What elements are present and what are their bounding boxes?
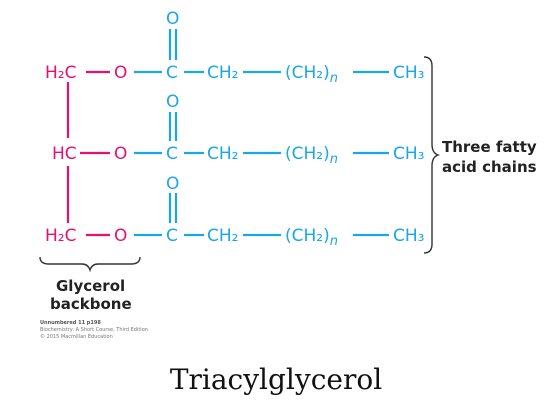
glycerol-brace bbox=[39, 256, 141, 273]
caption-title: Triacylglycerol bbox=[170, 363, 382, 396]
ch3-group-3: CH₃ bbox=[393, 226, 424, 246]
glycerol-label-line1: Glycerol bbox=[56, 277, 125, 295]
carbonyl-carbon-3: C bbox=[166, 226, 178, 246]
ester-row-3: H₂C O C O CH₂ (CH₂)n CH₃ bbox=[45, 174, 424, 249]
credit-line-1: Unnumbered 11 p198 bbox=[40, 320, 101, 326]
ester-oxygen-1: O bbox=[114, 63, 127, 83]
ch2-group-1: CH₂ bbox=[207, 63, 238, 83]
fatty-acid-brace bbox=[423, 56, 441, 254]
ch2-chain-2: (CH₂)n bbox=[285, 144, 338, 167]
ester-row-2: HC O C O CH₂ (CH₂)n CH₃ bbox=[52, 92, 424, 167]
ch2-chain-1: (CH₂)n bbox=[285, 63, 338, 86]
fatty-acid-label-line1: Three fatty bbox=[442, 138, 537, 156]
carbonyl-oxygen-2: O bbox=[166, 92, 179, 112]
ester-oxygen-3: O bbox=[114, 226, 127, 246]
credit-line-2: Biochemistry: A Short Course, Third Edit… bbox=[40, 327, 148, 333]
carbonyl-oxygen-1: O bbox=[166, 9, 179, 29]
glycerol-carbon-3: H₂C bbox=[45, 226, 76, 246]
ch3-group-2: CH₃ bbox=[393, 144, 424, 164]
ch2-group-3: CH₂ bbox=[207, 226, 238, 246]
glycerol-label-line2: backbone bbox=[50, 295, 132, 313]
fatty-acid-label-line2: acid chains bbox=[442, 158, 537, 176]
carbonyl-carbon-1: C bbox=[166, 63, 178, 83]
ester-row-1: H₂C O C O CH₂ (CH₂)n CH₃ bbox=[45, 9, 424, 86]
glycerol-carbon-2: HC bbox=[52, 144, 77, 164]
carbonyl-oxygen-3: O bbox=[166, 174, 179, 194]
ester-oxygen-2: O bbox=[114, 144, 127, 164]
carbonyl-carbon-2: C bbox=[166, 144, 178, 164]
ch2-group-2: CH₂ bbox=[207, 144, 238, 164]
ch3-group-1: CH₃ bbox=[393, 63, 424, 83]
credit-line-3: © 2015 Macmillan Education bbox=[40, 333, 113, 340]
glycerol-carbon-1: H₂C bbox=[45, 63, 76, 83]
ch2-chain-3: (CH₂)n bbox=[285, 226, 338, 249]
